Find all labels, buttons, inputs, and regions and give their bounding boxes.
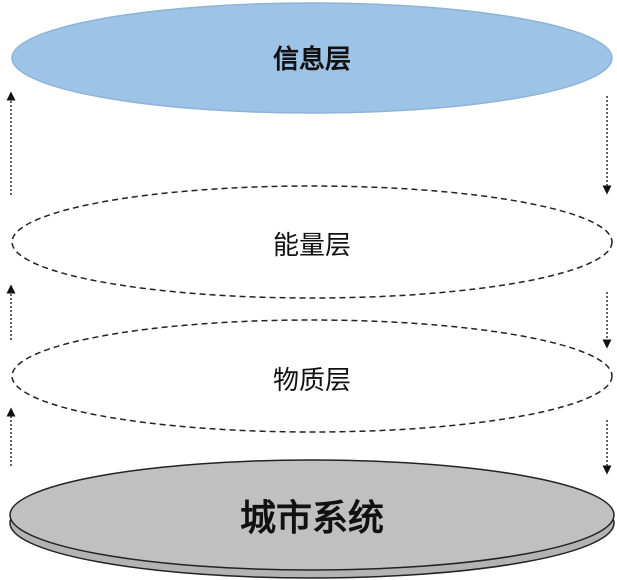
city-system-label: 城市系统 <box>240 498 384 539</box>
city-system-disc-top <box>9 459 615 571</box>
information-layer-label: 信息层 <box>273 44 351 75</box>
energy-layer-label: 能量层 <box>273 231 351 261</box>
matter-layer-label: 物质层 <box>273 366 351 396</box>
city-system-layer: 城市系统 <box>9 459 615 579</box>
information-layer: 信息层 <box>11 2 613 114</box>
energy-layer-ellipse <box>11 185 613 299</box>
matter-layer-ellipse <box>11 319 613 433</box>
energy-layer: 能量层 <box>11 185 613 299</box>
matter-layer: 物质层 <box>11 319 613 433</box>
information-layer-ellipse <box>11 2 613 114</box>
